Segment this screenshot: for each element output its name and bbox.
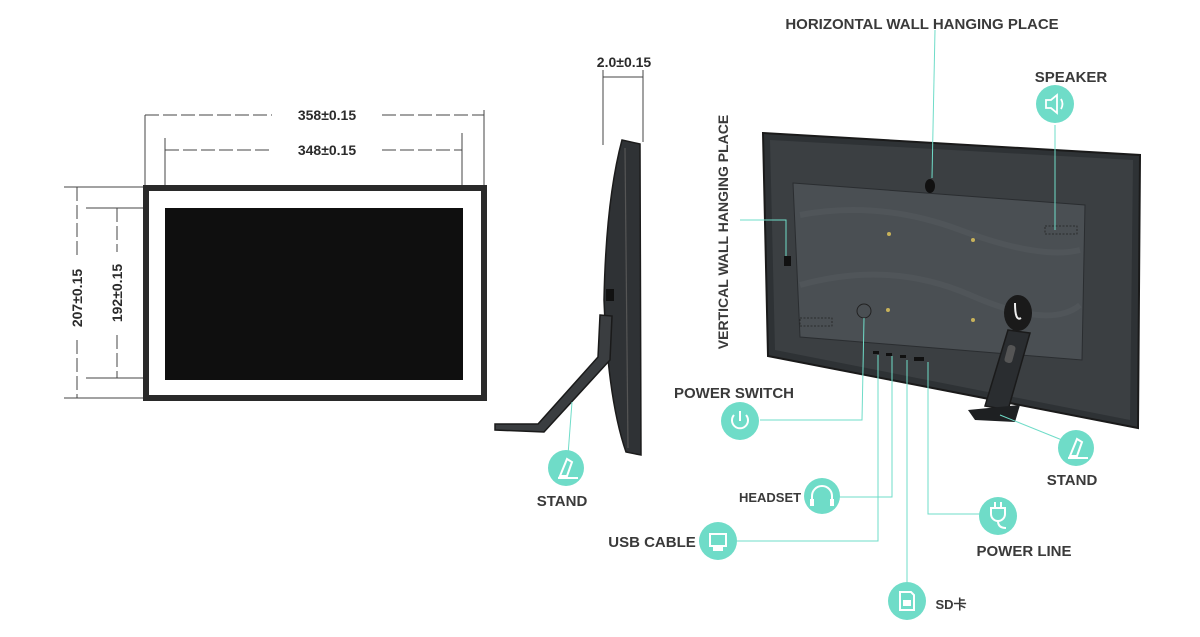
- horizontal-hanging-hole: [925, 179, 935, 193]
- speaker-icon-wave: [1060, 98, 1064, 110]
- inner-height-label: 192±0.15: [109, 264, 125, 323]
- vertical-hanging-label: VERTICAL WALL HANGING PLACE: [715, 115, 731, 349]
- stand-icon-glyph: [1068, 437, 1084, 457]
- stand-pivot: [1004, 295, 1032, 331]
- usb-icon-plug: [713, 546, 723, 551]
- plug-icon-cord: [997, 520, 1007, 529]
- headphones-icon-right: [830, 499, 834, 506]
- stand-side-icon: [548, 450, 584, 486]
- stand-back-label: STAND: [1047, 472, 1098, 489]
- side-edge-highlight: [624, 147, 629, 449]
- back-panel-wave: [799, 207, 1081, 256]
- headphones-icon: [804, 478, 840, 514]
- stand-back-leader: [999, 414, 1063, 441]
- outer-width-label: 358±0.15: [298, 107, 357, 123]
- power-switch-label: POWER SWITCH: [674, 385, 794, 402]
- screw-4: [971, 318, 975, 322]
- usb-cable-label: USB CABLE: [608, 534, 696, 551]
- speaker-grill-left: [799, 317, 833, 327]
- power-line-label: POWER LINE: [976, 543, 1071, 560]
- stand-pivot-mark: [1014, 302, 1022, 320]
- depth-label: 2.0±0.15: [597, 54, 652, 70]
- horizontal-hanging-leader: [931, 29, 936, 179]
- sd-card-icon-chip: [903, 600, 911, 606]
- stand-slot: [1004, 344, 1016, 364]
- headset-label: HEADSET: [739, 490, 801, 505]
- power-switch-leader: [760, 317, 865, 421]
- back-view: [761, 131, 1142, 430]
- vertical-hanging-leader: [740, 219, 787, 256]
- outer-height-label: 207±0.15: [69, 269, 85, 328]
- sd-card-label: SD卡: [935, 597, 966, 612]
- port-headset: [873, 351, 879, 354]
- screw-1: [887, 232, 891, 236]
- headphones-icon-band: [811, 485, 833, 502]
- horizontal-hanging-label: HORIZONTAL WALL HANGING PLACE: [785, 16, 1058, 33]
- leader-lines: [737, 29, 1063, 582]
- usb-leader: [737, 355, 879, 542]
- screw-3: [886, 308, 890, 312]
- power-line-leader: [927, 362, 980, 515]
- stand-side-leader: [567, 401, 573, 456]
- port-sd: [900, 355, 906, 358]
- usb-icon: [699, 522, 737, 560]
- side-view: 2.0±0.15 STAND: [494, 54, 652, 510]
- speaker-label: SPEAKER: [1035, 69, 1108, 86]
- vertical-hanging-hole: [784, 256, 791, 266]
- back-panel-wave-2: [799, 271, 1082, 319]
- sd-card-icon-glyph: [899, 591, 915, 611]
- plug-icon-body: [990, 507, 1006, 522]
- speaker-icon: [1036, 85, 1074, 123]
- headset-leader: [838, 356, 893, 498]
- side-body: [603, 139, 642, 456]
- stand-icon: [1058, 430, 1094, 466]
- stand-side-icon-glyph: [558, 457, 574, 477]
- side-hanging-notch: [606, 289, 614, 301]
- front-screen: [165, 208, 463, 380]
- speaker-grill-right: [1044, 225, 1078, 235]
- screw-2: [971, 238, 975, 242]
- speaker-icon-glyph: [1045, 93, 1058, 115]
- port-power: [914, 357, 924, 361]
- stand-side-label: STAND: [537, 493, 588, 510]
- side-stand: [494, 314, 613, 433]
- front-view: 358±0.15 348±0.15 207±0.15 192±0.15: [64, 107, 487, 401]
- port-usb: [886, 353, 892, 356]
- headphones-icon-left: [810, 499, 814, 506]
- plug-icon: [979, 497, 1017, 535]
- inner-width-label: 348±0.15: [298, 142, 357, 158]
- power-icon-arc: [731, 414, 749, 430]
